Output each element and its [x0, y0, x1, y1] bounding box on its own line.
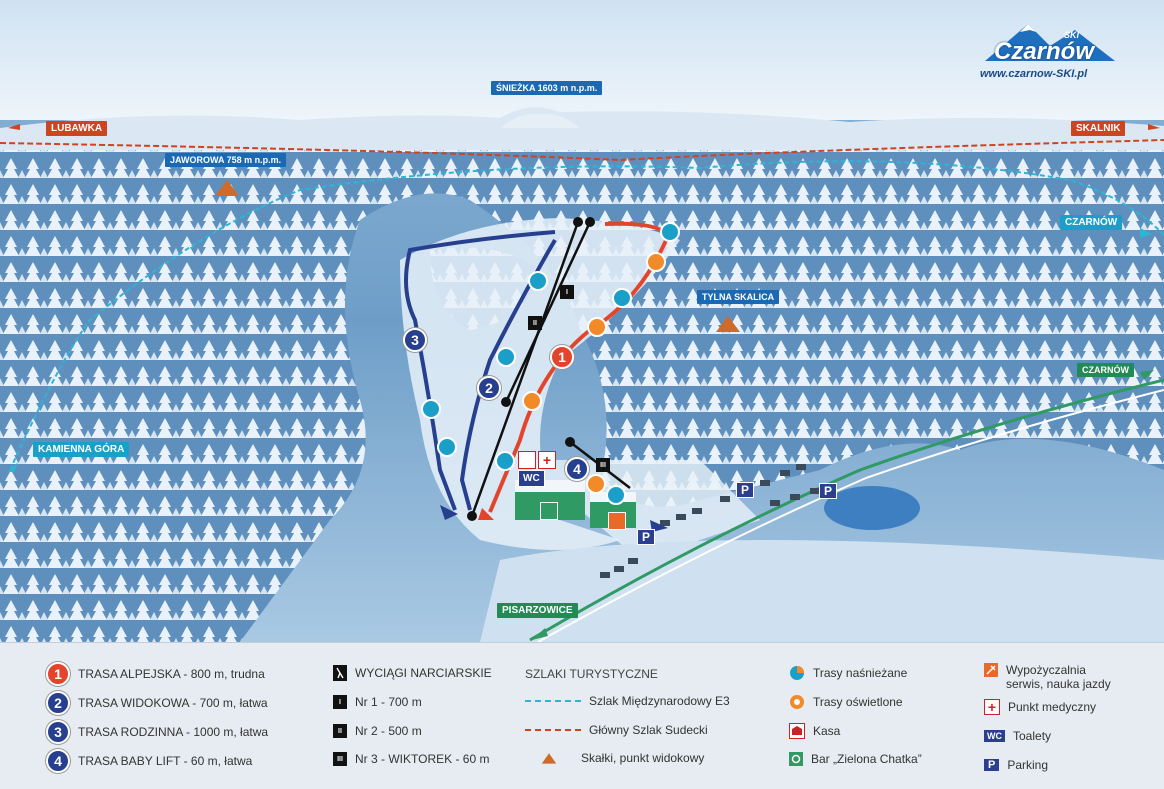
route-2-badge: 2	[46, 691, 70, 715]
label-czarnow-right: CZARNÓW	[1077, 363, 1134, 377]
legend-route-1[interactable]: 1 TRASA ALPEJSKA - 800 m, trudna	[46, 662, 265, 686]
peak-icon	[541, 750, 557, 766]
legend-route-2[interactable]: 2 TRASA WIDOKOWA - 700 m, łatwa	[46, 691, 268, 715]
legend-trail-e3[interactable]: Szlak Międzynarodowy E3	[525, 694, 730, 708]
road	[529, 378, 1164, 642]
lift-2-line	[504, 221, 592, 403]
legend-wc[interactable]: WC Toalety	[984, 729, 1051, 743]
jaworowa-peak-icon	[215, 180, 239, 196]
route-3-label: TRASA RODZINNA - 1000 m, łatwa	[78, 725, 269, 739]
logo[interactable]: SKI Czarnów www.czarnow-SKI.pl	[980, 16, 1120, 86]
legend-route-4[interactable]: 4 TRASA BABY LIFT - 60 m, łatwa	[46, 749, 252, 773]
legend-route-3[interactable]: 3 TRASA RODZINNA - 1000 m, łatwa	[46, 720, 268, 744]
label-pisarzowice: PISARZOWICE	[497, 603, 578, 618]
route-4-badge: 4	[46, 749, 70, 773]
route-1-marker[interactable]: 1	[550, 345, 574, 369]
label-czarnow-top: CZARNÓW	[1060, 215, 1123, 230]
ticket-office-icon[interactable]	[518, 451, 536, 469]
route-4-label: TRASA BABY LIFT - 60 m, łatwa	[78, 754, 253, 768]
medical-icon: +	[984, 699, 1000, 715]
lighting-markers	[522, 252, 666, 494]
label-jaworowa: JAWOROWA 758 m n.p.m.	[165, 153, 287, 167]
route-4-marker[interactable]: 4	[565, 457, 589, 481]
legend-medical[interactable]: + Punkt medyczny	[984, 699, 1096, 715]
glowny-szlak-sudecki-trail	[0, 139, 1164, 162]
logo-mountain-icon	[985, 24, 1115, 61]
medical-icon[interactable]: +	[538, 451, 556, 469]
legend-peak[interactable]: Skałki, punkt widokowy	[541, 750, 704, 766]
legend-lift-3[interactable]: III Nr 3 - WIKTOREK - 60 m	[333, 752, 489, 766]
ski-area-map: SKI Czarnów www.czarnow-SKI.pl ŚNIEŻKA 1…	[0, 0, 1164, 642]
lift-2-marker[interactable]: II	[528, 316, 542, 330]
legend-snowmaking[interactable]: Trasy naśnieżane	[789, 665, 907, 681]
snowmaking-markers	[421, 222, 680, 505]
map-illustration	[0, 0, 1164, 642]
wc-icon: WC	[984, 730, 1005, 742]
legend-kasa[interactable]: Kasa	[789, 723, 840, 739]
legend-parking[interactable]: P Parking	[984, 758, 1048, 772]
route-3-badge: 3	[46, 720, 70, 744]
legend-lifts-header: WYCIĄGI NARCIARSKIE	[333, 665, 492, 681]
label-skalnik: SKALNIK	[1071, 121, 1126, 136]
e3-trail-swatch	[525, 700, 581, 702]
route-1-badge: 1	[46, 662, 70, 686]
lift-1-marker[interactable]: I	[560, 285, 574, 299]
rental-icon[interactable]	[608, 512, 626, 530]
bar-icon	[789, 752, 803, 766]
sudecki-trail-swatch	[525, 729, 581, 731]
legend: 1 TRASA ALPEJSKA - 800 m, trudna 2 TRASA…	[0, 642, 1164, 789]
legend-lighting[interactable]: Trasy oświetlone	[789, 694, 903, 710]
logo-brand-text: Czarnów	[994, 38, 1095, 65]
lighting-icon	[789, 694, 805, 710]
route-1-label: TRASA ALPEJSKA - 800 m, trudna	[78, 667, 265, 681]
legend-lift-1[interactable]: I Nr 1 - 700 m	[333, 695, 422, 709]
lift-1-line	[470, 221, 580, 517]
label-lubawka: LUBAWKA	[46, 121, 108, 136]
ticket-office-icon	[789, 723, 805, 739]
lake	[824, 486, 920, 530]
legend-lift-2[interactable]: II Nr 2 - 500 m	[333, 724, 422, 738]
wc-icon[interactable]: WC	[518, 470, 545, 487]
e3-trail	[9, 160, 1164, 471]
route-2-marker[interactable]: 2	[477, 376, 501, 400]
parking-icon-1[interactable]: P	[736, 482, 755, 498]
route-2-label: TRASA WIDOKOWA - 700 m, łatwa	[78, 696, 268, 710]
rental-icon	[984, 663, 998, 677]
parking-icon-3[interactable]: P	[637, 529, 656, 545]
parking-icon-2[interactable]: P	[819, 483, 838, 499]
legend-rental[interactable]: Wypożyczalnia serwis, nauka jazdy	[984, 663, 1111, 691]
tylna-skalica-peak-icon	[716, 316, 740, 332]
legend-trails-header: SZLAKI TURYSTYCZNE	[525, 667, 658, 681]
route-3-marker[interactable]: 3	[403, 328, 427, 352]
label-sniezka: ŚNIEŻKA 1603 m n.p.m.	[491, 81, 603, 95]
parking-icon: P	[984, 759, 1000, 771]
bar-icon[interactable]	[540, 502, 558, 520]
label-kamienna-gora: KAMIENNA GÓRA	[33, 442, 130, 457]
lift-3-marker[interactable]: III	[596, 458, 610, 472]
legend-bar[interactable]: Bar „Zielona Chatka”	[789, 752, 922, 766]
logo-url-text[interactable]: www.czarnow-SKI.pl	[980, 68, 1088, 80]
label-tylna-skalica: TYLNA SKALICA	[697, 290, 780, 304]
ski-lift-icon	[333, 665, 347, 681]
logo-ski-text: SKI	[1064, 30, 1080, 40]
snowmaking-icon	[789, 665, 805, 681]
legend-trail-sudecki[interactable]: Główny Szlak Sudecki	[525, 723, 708, 737]
